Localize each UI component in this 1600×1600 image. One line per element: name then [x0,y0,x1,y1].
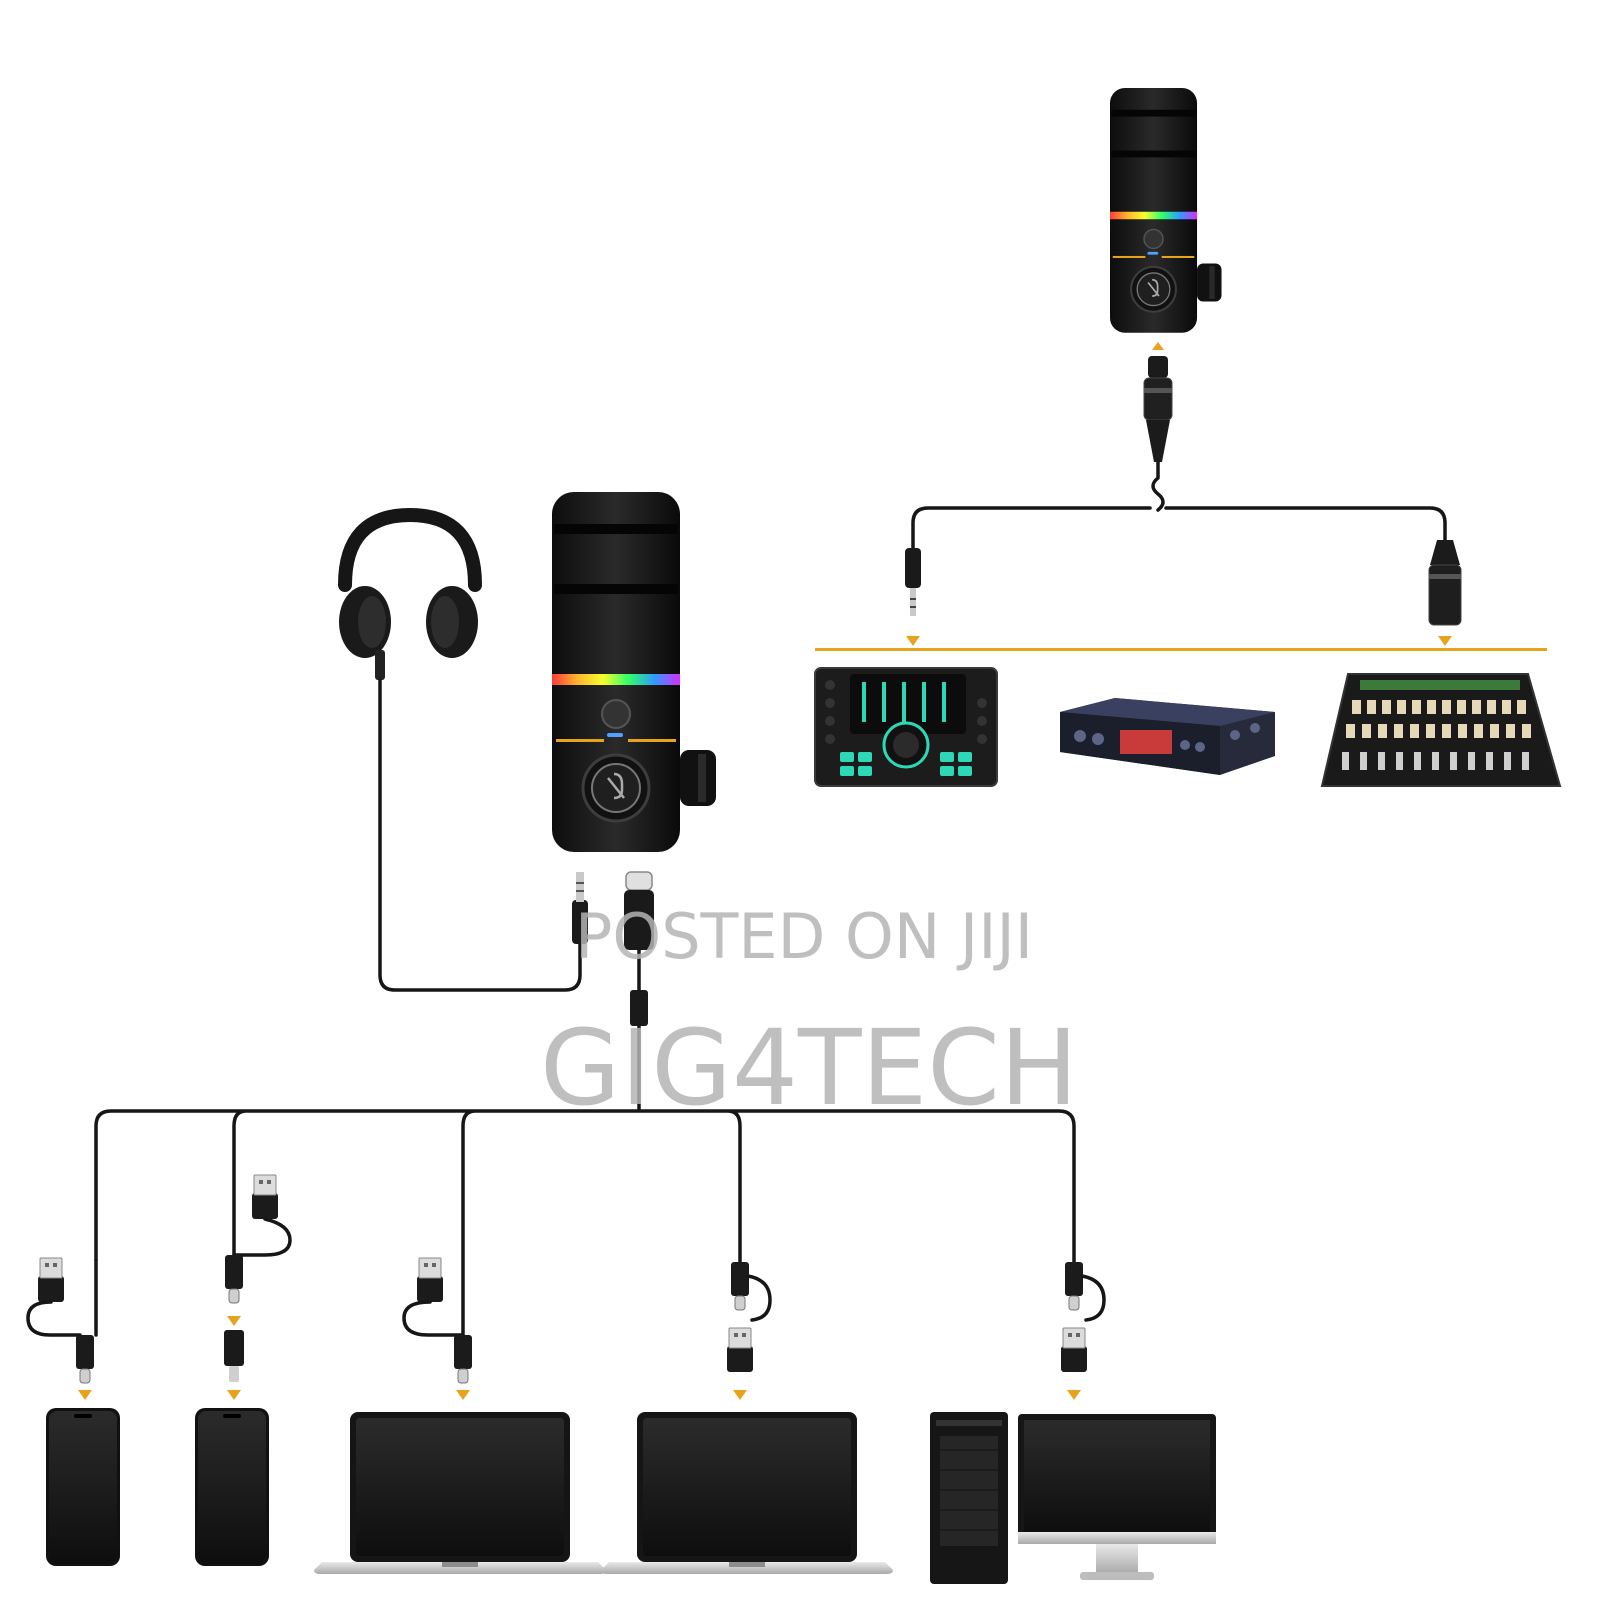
arrow-icon [906,636,920,646]
usb-microphone [550,490,718,854]
xlr-cable [911,460,1447,552]
ferrite-bead [630,990,648,1026]
usb-a-to-c-adapter [26,1257,98,1384]
field-recorder-icon [1060,698,1275,775]
mixing-console-icon [1320,673,1562,787]
laptop-icon [601,1412,893,1574]
xlr-microphone [1108,86,1223,334]
desktop-computer-icon [930,1412,1216,1584]
arrow-icon [733,1390,747,1400]
watermark-posted-on-jiji: POSTED ON JIJI [575,900,1033,973]
watermark-gig4tech: GIG4TECH [540,1007,1078,1129]
arrow-icon [227,1390,241,1400]
audio-interface-icon [814,667,998,787]
usb-c-plug-icon [624,871,654,950]
usb-c-to-a-adapter [726,1261,772,1373]
separator-line [815,648,1547,651]
xlr-male-plug-icon [1428,540,1462,626]
iphone-icon [195,1408,269,1566]
arrow-icon [456,1390,470,1400]
usb-splitter-cable [94,1109,1076,1342]
usb-c-to-a-adapter [1060,1261,1106,1373]
3.5mm-jack-icon [905,548,921,616]
xlr-female-plug-icon [1143,342,1173,462]
lightning-plug-icon [224,1330,244,1382]
usb-a-to-c-adapter [402,1257,473,1384]
android-phone-icon [46,1408,120,1566]
3.5mm-jack-icon [572,872,588,944]
headphone-cable [378,678,582,992]
headphones-icon [338,507,482,680]
arrow-icon [1067,1390,1081,1400]
arrow-icon [78,1390,92,1400]
laptop-icon [314,1412,606,1574]
usb-a-to-lightning-adapter [224,1174,292,1304]
arrow-icon [1438,636,1452,646]
arrow-icon [227,1316,241,1326]
